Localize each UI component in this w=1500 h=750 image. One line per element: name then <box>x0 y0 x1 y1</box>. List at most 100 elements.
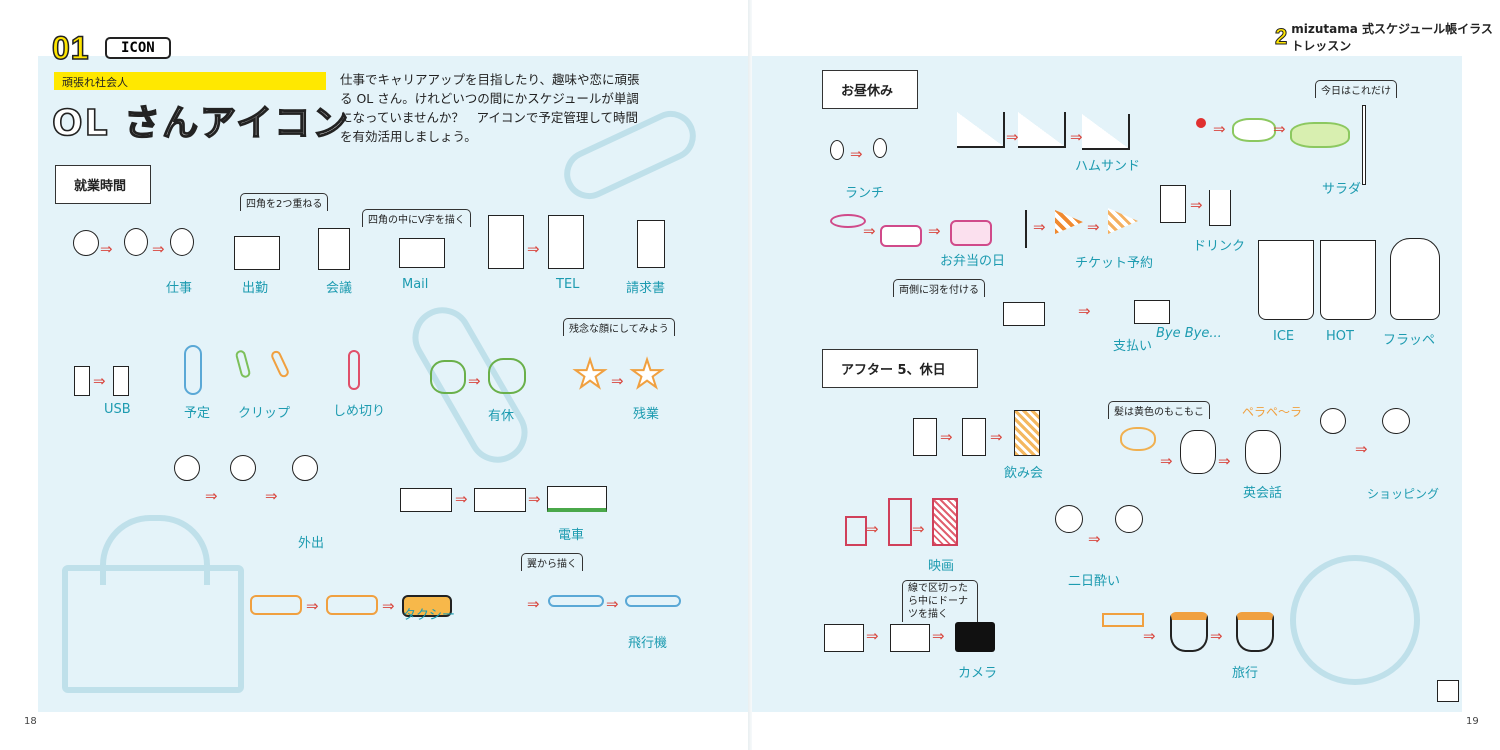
popcorn-cup-icon <box>845 516 867 546</box>
callout: 四角を2つ重ねる <box>240 193 329 211</box>
section-after5: アフター 5、休日 <box>822 349 978 388</box>
clover-face-icon <box>488 358 526 394</box>
invoice-icon <box>637 220 665 268</box>
hat-face-icon <box>1170 612 1208 652</box>
arrow-icon: ⇒ <box>990 428 1003 446</box>
arrow-icon: ⇒ <box>455 490 468 508</box>
label-nomikai: 飲み会 <box>1004 466 1044 481</box>
arrow-icon: ⇒ <box>1160 452 1173 470</box>
girl-drawing <box>1290 555 1420 685</box>
mug-icon <box>962 418 986 456</box>
pole-icon <box>1025 210 1027 248</box>
arrow-icon: ⇒ <box>468 372 481 390</box>
arrow-icon: ⇒ <box>527 595 540 613</box>
label-perapera: ペラペ〜ラ <box>1242 405 1303 419</box>
cup-icon <box>1160 185 1186 223</box>
arrow-icon: ⇒ <box>527 240 540 258</box>
taxi-icon <box>402 595 452 617</box>
label-ice: ICE <box>1273 329 1295 344</box>
label-gaishutsu: 外出 <box>298 536 325 551</box>
document-icon <box>318 228 350 270</box>
watch-icon <box>124 228 148 256</box>
label-seikyusho: 請求書 <box>626 281 666 296</box>
arrow-icon: ⇒ <box>928 222 941 240</box>
subtitle-bar: 頑張れ社会人 <box>54 72 326 90</box>
drink-icon <box>1209 190 1231 226</box>
label-ryoko: 旅行 <box>1232 666 1259 681</box>
arrow-icon: ⇒ <box>866 627 879 645</box>
wallet-icon <box>1003 302 1045 326</box>
bag-drawing <box>62 565 244 693</box>
person-girl-icon <box>1382 408 1410 434</box>
popcorn-icon <box>888 498 912 546</box>
bag-handle-drawing <box>100 515 210 585</box>
person-hangover-icon <box>1115 505 1143 533</box>
paperclip-icon <box>184 345 202 395</box>
label-lunch: ランチ <box>845 186 885 201</box>
running-head: 2 mizutama 式スケジュール帳イラストレッスン <box>1274 20 1500 54</box>
wallet-wings-icon <box>1134 300 1170 324</box>
hair-icon <box>1120 427 1156 451</box>
label-drink: ドリンク <box>1193 239 1246 254</box>
sandwich-icon <box>1082 114 1130 150</box>
label-tel: TEL <box>556 277 580 292</box>
car-icon <box>326 595 378 615</box>
arrow-icon: ⇒ <box>1213 120 1226 138</box>
person-girl-icon <box>292 455 318 481</box>
label-hot: HOT <box>1326 329 1354 344</box>
bento-bow-icon <box>830 214 866 228</box>
hat-icon <box>1102 613 1144 627</box>
section-lunch: お昼休み <box>822 70 918 109</box>
arrow-icon: ⇒ <box>100 240 113 258</box>
beer-icon <box>1014 410 1040 456</box>
arrow-icon: ⇒ <box>205 487 218 505</box>
gift-box-icon <box>1437 680 1459 702</box>
arrow-icon: ⇒ <box>863 222 876 240</box>
label-hikoki: 飛行機 <box>628 636 668 651</box>
spoon-face-icon <box>873 138 887 158</box>
callout: 残念な顔にしてみよう <box>563 318 675 336</box>
tomato-icon <box>1196 118 1206 128</box>
label-salad: サラダ <box>1322 182 1362 197</box>
label-eiga: 映画 <box>928 559 955 574</box>
callout: 翼から描く <box>521 553 583 571</box>
spoon-icon <box>830 140 844 160</box>
label-shigoto: 仕事 <box>166 281 193 296</box>
clover-icon <box>430 360 466 394</box>
arrow-icon: ⇒ <box>265 487 278 505</box>
person-icon <box>1320 408 1346 434</box>
label-ticket: チケット予約 <box>1075 256 1154 271</box>
arrow-icon: ⇒ <box>1088 530 1101 548</box>
camera-outline-icon <box>890 624 930 652</box>
bag-icon <box>234 236 280 270</box>
bento-dotted-icon <box>950 220 992 246</box>
arrow-icon: ⇒ <box>1190 196 1203 214</box>
page-number-left: 18 <box>24 716 37 727</box>
arrow-icon: ⇒ <box>606 595 619 613</box>
arrow-icon: ⇒ <box>1070 128 1083 146</box>
popcorn-icon <box>932 498 958 546</box>
arrow-icon: ⇒ <box>93 372 106 390</box>
person-icon <box>230 455 256 481</box>
label-eikaiwa: 英会話 <box>1243 486 1283 501</box>
arrow-icon: ⇒ <box>152 240 165 258</box>
arrow-icon: ⇒ <box>382 597 395 615</box>
frappe-cup-icon <box>1390 238 1440 320</box>
bento-box-icon <box>880 225 922 247</box>
arrow-icon: ⇒ <box>940 428 953 446</box>
car-icon <box>250 595 302 615</box>
running-head-text: mizutama 式スケジュール帳イラストレッスン <box>1291 22 1493 53</box>
airplane-icon <box>625 595 681 607</box>
watch-icon <box>170 228 194 256</box>
arrow-icon: ⇒ <box>1355 440 1368 458</box>
label-taxi: タクシー <box>403 608 456 623</box>
arrow-icon: ⇒ <box>912 520 925 538</box>
label-shiharai: 支払い <box>1113 339 1153 354</box>
label-frappe: フラッペ <box>1383 333 1436 348</box>
label-hamsand: ハムサンド <box>1075 159 1141 174</box>
person-icon <box>174 455 200 481</box>
label-shimekiri: しめ切り <box>333 404 386 419</box>
label-mail: Mail <box>402 277 429 292</box>
callout: 線で区切ったら中にドーナツを描く <box>902 580 978 622</box>
label-densha: 電車 <box>558 528 585 543</box>
